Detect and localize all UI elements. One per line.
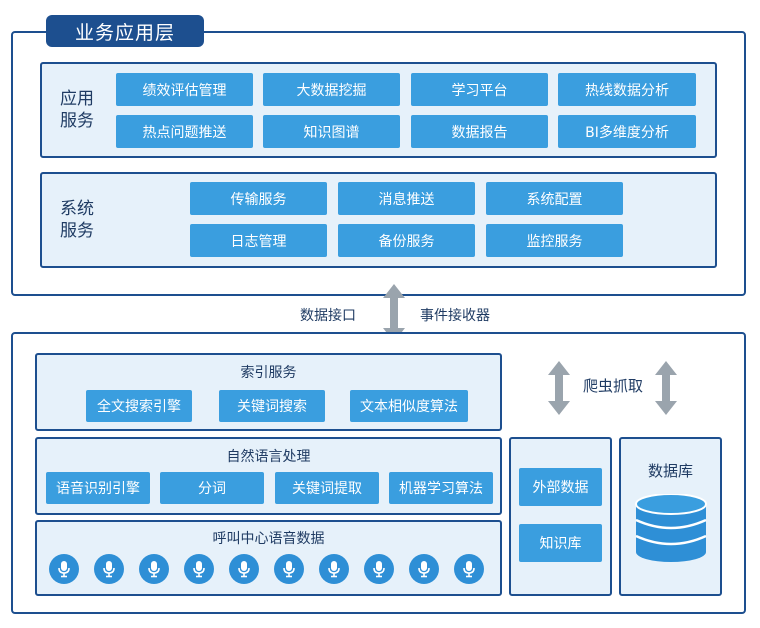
- service-button[interactable]: 数据报告: [411, 115, 548, 148]
- knowledge-base-button[interactable]: 知识库: [519, 524, 602, 562]
- connector-label-left: 数据接口: [300, 308, 356, 324]
- nlp-button[interactable]: 分词: [160, 472, 264, 504]
- up-down-arrow-icon: [548, 361, 570, 415]
- service-button[interactable]: 大数据挖掘: [263, 73, 400, 106]
- microphone-icon: [319, 554, 349, 584]
- index-button[interactable]: 关键词搜索: [219, 390, 325, 422]
- service-button[interactable]: BI多维度分析: [558, 115, 696, 148]
- microphone-icon: [274, 554, 304, 584]
- crawler-label: 爬虫抓取: [583, 377, 644, 395]
- service-button[interactable]: 热线数据分析: [558, 73, 696, 106]
- microphone-icon: [94, 554, 124, 584]
- microphone-row: [49, 554, 489, 584]
- call-center-title: 呼叫中心语音数据: [212, 531, 325, 547]
- microphone-icon: [454, 554, 484, 584]
- service-button[interactable]: 知识图谱: [263, 115, 400, 148]
- app-services-label: 应用 服务: [60, 89, 94, 131]
- nlp-button[interactable]: 关键词提取: [275, 472, 379, 504]
- service-button[interactable]: 绩效评估管理: [116, 73, 253, 106]
- connector-label-right: 事件接收器: [420, 308, 490, 324]
- service-button[interactable]: 日志管理: [190, 224, 327, 257]
- service-button[interactable]: 监控服务: [486, 224, 623, 257]
- nlp-title: 自然语言处理: [226, 449, 311, 465]
- business-layer-title: 业务应用层: [46, 15, 204, 47]
- service-button[interactable]: 系统配置: [486, 182, 623, 215]
- service-button[interactable]: 消息推送: [338, 182, 475, 215]
- external-data-button[interactable]: 外部数据: [519, 468, 602, 506]
- microphone-icon: [409, 554, 439, 584]
- index-button[interactable]: 全文搜索引擎: [86, 390, 192, 422]
- external-data-panel: [509, 437, 612, 596]
- microphone-icon: [229, 554, 259, 584]
- nlp-button[interactable]: 机器学习算法: [389, 472, 493, 504]
- database-icon: [635, 494, 707, 562]
- service-button[interactable]: 热点问题推送: [116, 115, 253, 148]
- system-services-label: 系统 服务: [60, 199, 94, 241]
- nlp-button[interactable]: 语音识别引擎: [46, 472, 150, 504]
- index-button[interactable]: 文本相似度算法: [350, 390, 468, 422]
- up-down-arrow-icon: [655, 361, 677, 415]
- service-button[interactable]: 传输服务: [190, 182, 327, 215]
- index-service-title: 索引服务: [240, 365, 297, 381]
- database-title: 数据库: [647, 462, 693, 480]
- microphone-icon: [184, 554, 214, 584]
- microphone-icon: [364, 554, 394, 584]
- service-button[interactable]: 学习平台: [411, 73, 548, 106]
- service-button[interactable]: 备份服务: [338, 224, 475, 257]
- bidirectional-arrow-icon: [383, 284, 405, 342]
- microphone-icon: [139, 554, 169, 584]
- microphone-icon: [49, 554, 79, 584]
